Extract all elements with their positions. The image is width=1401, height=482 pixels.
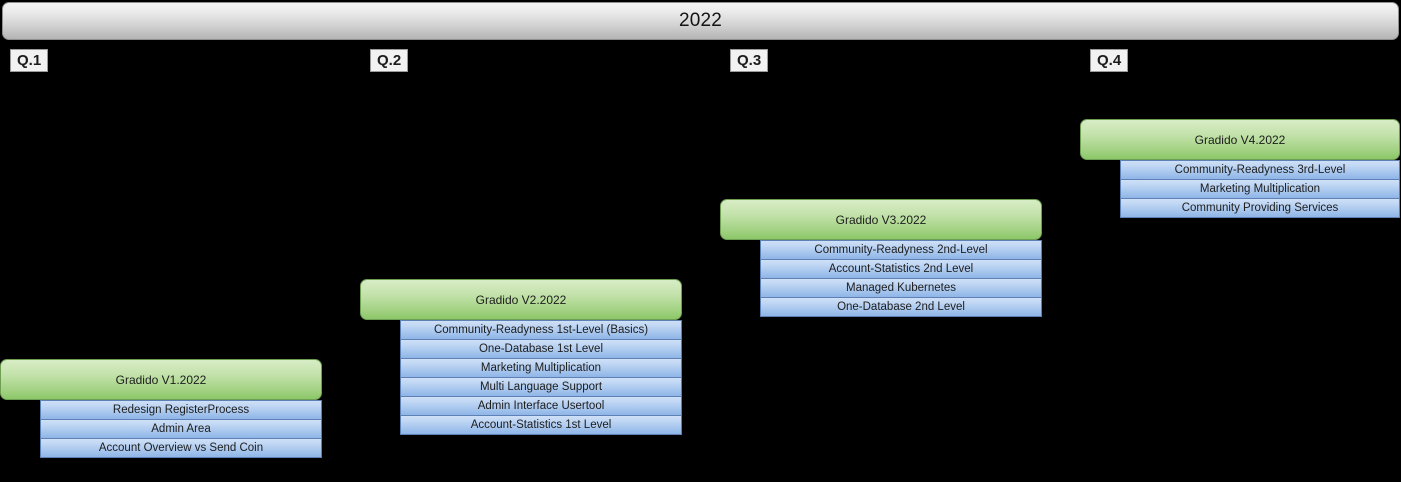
release-title-text: Gradido V2.2022 xyxy=(475,292,567,307)
feature-row-text: Managed Kubernetes xyxy=(846,282,956,294)
feature-row-text: One-Database 2nd Level xyxy=(837,301,965,313)
release-title-bar[interactable]: Gradido V1.2022 xyxy=(0,359,322,400)
feature-row-text: Account-Statistics 2nd Level xyxy=(828,263,974,275)
feature-row[interactable]: Community-Readyness 1st-Level (Basics) xyxy=(400,320,682,340)
feature-list: Community-Readyness 1st-Level (Basics) On… xyxy=(400,320,682,435)
feature-row-text: Community Providing Services xyxy=(1181,202,1339,214)
feature-row[interactable]: Account-Statistics 2nd Level xyxy=(760,259,1042,279)
feature-row-text: Marketing Multiplication xyxy=(1199,183,1321,195)
feature-row[interactable]: Managed Kubernetes xyxy=(760,278,1042,298)
release-title-bar[interactable]: Gradido V3.2022 xyxy=(720,199,1042,240)
release-title-bar[interactable]: Gradido V2.2022 xyxy=(360,279,682,320)
feature-row-text: Admin Area xyxy=(151,423,211,435)
feature-row-text: Admin Interface Usertool xyxy=(477,400,605,412)
feature-row[interactable]: One-Database 1st Level xyxy=(400,339,682,359)
feature-row[interactable]: Marketing Multiplication xyxy=(1120,179,1400,199)
feature-row[interactable]: Admin Area xyxy=(40,419,322,439)
feature-row[interactable]: Marketing Multiplication xyxy=(400,358,682,378)
feature-row-text: Community-Readyness 2nd-Level xyxy=(814,244,988,256)
quarter-label-3: Q.3 xyxy=(730,49,769,72)
year-header-bar: 2022 xyxy=(2,2,1399,40)
feature-row-text: Community-Readyness 3rd-Level xyxy=(1174,164,1346,176)
feature-row-text: Marketing Multiplication xyxy=(480,362,602,374)
feature-row[interactable]: Account Overview vs Send Coin xyxy=(40,438,322,458)
feature-row[interactable]: Account-Statistics 1st Level xyxy=(400,415,682,435)
feature-row-text: Redesign RegisterProcess xyxy=(112,404,250,416)
feature-row[interactable]: Admin Interface Usertool xyxy=(400,396,682,416)
feature-row[interactable]: Community-Readyness 3rd-Level xyxy=(1120,160,1400,180)
feature-row-text: One-Database 1st Level xyxy=(478,343,604,355)
feature-row-text: Account Overview vs Send Coin xyxy=(98,442,264,454)
feature-row[interactable]: Community-Readyness 2nd-Level xyxy=(760,240,1042,260)
feature-row-text: Account-Statistics 1st Level xyxy=(470,419,612,431)
quarter-label-1: Q.1 xyxy=(10,49,49,72)
release-title-text: Gradido V4.2022 xyxy=(1194,132,1286,147)
quarter-label-2: Q.2 xyxy=(370,49,409,72)
release-title-text: Gradido V1.2022 xyxy=(115,372,207,387)
feature-row-text: Community-Readyness 1st-Level (Basics) xyxy=(433,324,649,336)
release-title-text: Gradido V3.2022 xyxy=(835,212,927,227)
feature-row[interactable]: Redesign RegisterProcess xyxy=(40,400,322,420)
feature-row[interactable]: One-Database 2nd Level xyxy=(760,297,1042,317)
feature-row[interactable]: Multi Language Support xyxy=(400,377,682,397)
release-title-bar[interactable]: Gradido V4.2022 xyxy=(1080,119,1400,160)
feature-row[interactable]: Community Providing Services xyxy=(1120,198,1400,218)
quarter-label-4: Q.4 xyxy=(1090,49,1129,72)
year-label: 2022 xyxy=(678,10,723,31)
feature-row-text: Multi Language Support xyxy=(479,381,603,393)
